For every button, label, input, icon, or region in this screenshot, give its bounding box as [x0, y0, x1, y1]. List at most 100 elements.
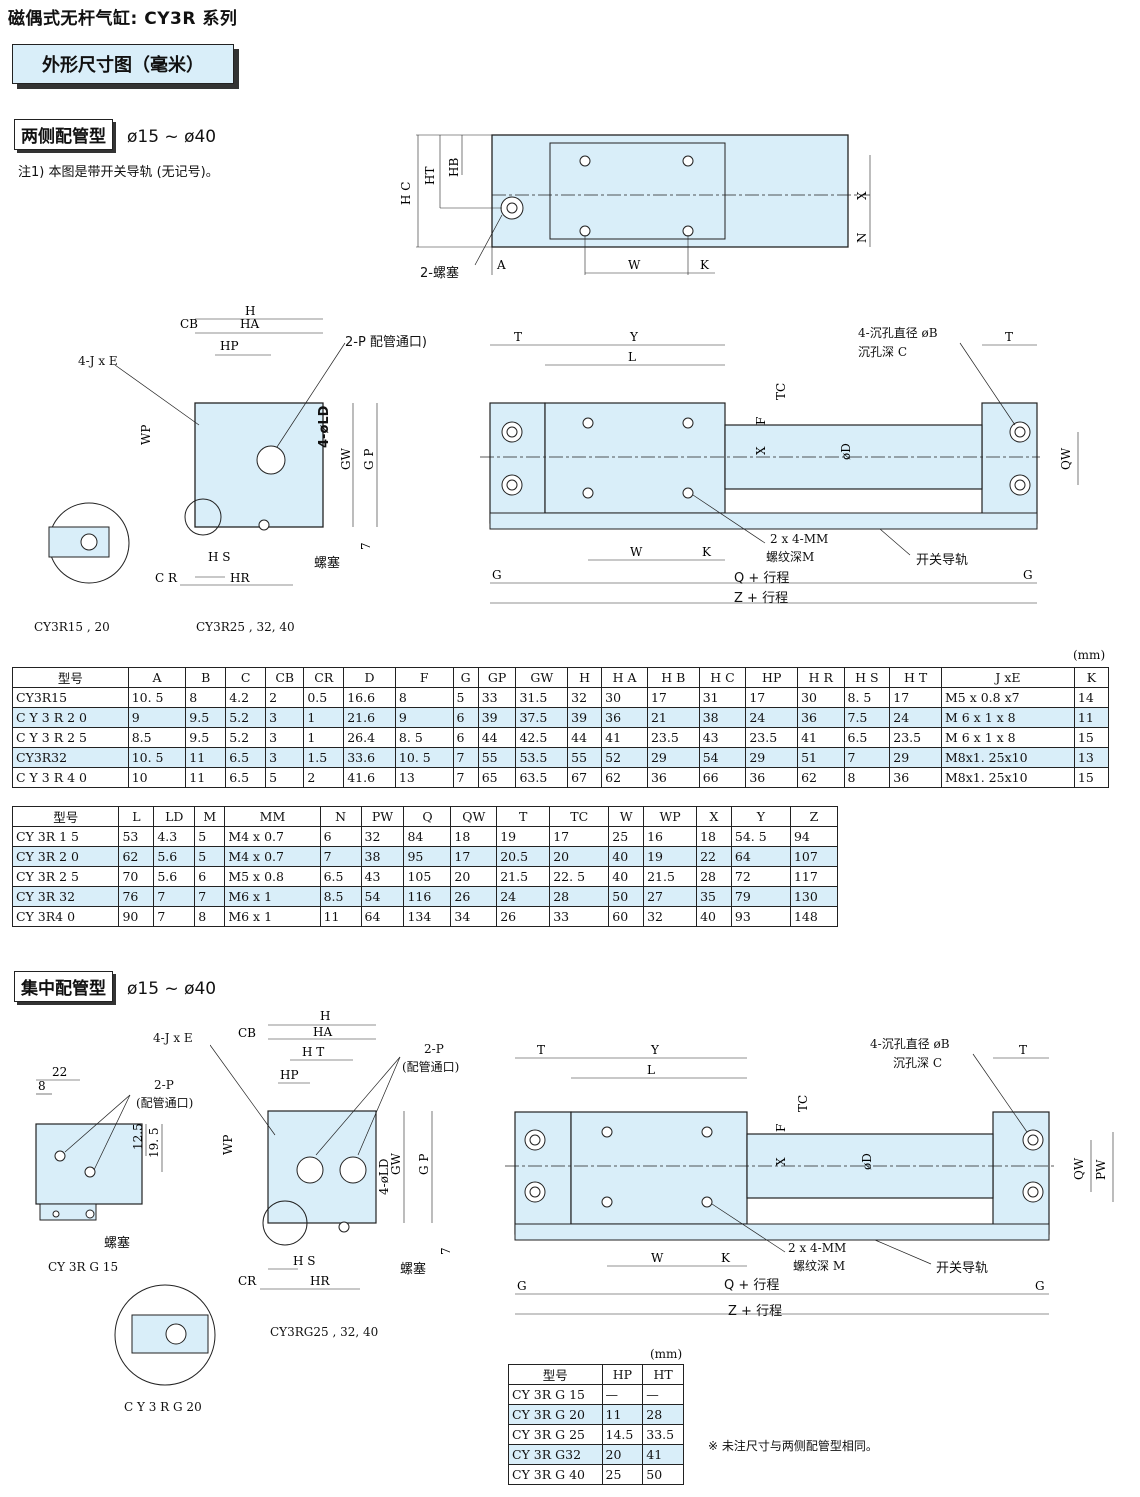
- table-header-cell: G: [452, 667, 479, 688]
- svg-text:TC: TC: [796, 1095, 810, 1112]
- table-cell: 55: [567, 747, 603, 768]
- table-cell: M8x1. 25x10: [940, 767, 1075, 788]
- table-header-cell: 型号: [508, 1364, 603, 1385]
- section-two-side-range: ø15 ~ ø40: [127, 127, 217, 147]
- table-header-cell: 型号: [11, 806, 120, 827]
- table-cell: 40: [608, 866, 645, 887]
- table-cell: 8: [394, 687, 454, 708]
- table-header-cell: M: [194, 806, 226, 827]
- mm-label-2: 2 x 4-MM: [788, 1241, 847, 1255]
- svg-text:H: H: [245, 304, 255, 318]
- svg-text:C R: C R: [155, 571, 178, 585]
- table-cell: 36: [646, 767, 700, 788]
- svg-text:HP: HP: [280, 1068, 299, 1082]
- table-cell: 19: [643, 846, 698, 867]
- table-cell: 5.2: [225, 727, 267, 748]
- table-cell: 11: [185, 747, 227, 768]
- top-view-drawing: H C HT HB X N W K A: [399, 134, 871, 275]
- rail-label-1: 开关导轨: [916, 553, 969, 568]
- table-cell: 7: [452, 747, 479, 768]
- table-cell: 9: [127, 707, 187, 728]
- table-cell: 11: [319, 906, 362, 927]
- cy3rg25-caption: CY3RG25 , 32, 40: [270, 1325, 379, 1339]
- table-cell: 32: [567, 687, 603, 708]
- table-cell: 21.5: [496, 866, 551, 887]
- table-header-cell: Z: [789, 806, 839, 827]
- table-header-cell: K: [1073, 667, 1110, 688]
- svg-text:øD: øD: [860, 1153, 874, 1170]
- tab-dimensions: 外形尺寸图（毫米）: [12, 44, 234, 84]
- table-cell: 19: [496, 826, 551, 847]
- table-header-cell: GP: [477, 667, 517, 688]
- table-cell: 51: [797, 747, 845, 768]
- table-header-cell: TC: [549, 806, 610, 827]
- table-cell: —: [642, 1384, 684, 1405]
- port-label-2b: (配管通口): [136, 1096, 194, 1110]
- table-cell: 6.5: [843, 727, 891, 748]
- table-cell: 6: [194, 866, 226, 887]
- svg-text:12.5: 12.5: [131, 1123, 145, 1150]
- table-cell: 8: [194, 906, 226, 927]
- table-cell: M 6 x 1 x 8: [940, 707, 1075, 728]
- table-row: CY 3R G 15——: [508, 1384, 684, 1405]
- table-cell: 2: [303, 767, 345, 788]
- table-cell: 44: [477, 727, 517, 748]
- table-cell: 20: [601, 1444, 644, 1465]
- rail-label-2: 开关导轨: [936, 1261, 989, 1276]
- table-cell: 15: [1073, 767, 1110, 788]
- table-cell: 43: [698, 727, 747, 748]
- table-cell: 33: [549, 906, 610, 927]
- table-header-cell: D: [343, 667, 396, 688]
- table-cell: 20: [549, 846, 610, 867]
- unit-label-1: (mm): [1073, 648, 1106, 662]
- table-cell: 7.5: [843, 707, 891, 728]
- table-cell: 5.2: [225, 707, 267, 728]
- table-cell: 76: [118, 886, 155, 907]
- table-cell: 95: [403, 846, 452, 867]
- table-cell: 79: [730, 886, 791, 907]
- table-cell: 67: [567, 767, 603, 788]
- svg-text:X: X: [855, 191, 869, 200]
- port-view-drawing: 22 8 12.5 19. 5: [35, 1065, 163, 1221]
- table-cell: 4.3: [153, 826, 196, 847]
- table-header-cell: J xE: [940, 667, 1075, 688]
- svg-text:7: 7: [439, 1247, 453, 1255]
- ld-label-1: 4-øLD: [317, 405, 332, 448]
- svg-text:HA: HA: [313, 1025, 332, 1039]
- table-cell: 31: [698, 687, 747, 708]
- table-header-cell: L: [118, 806, 155, 827]
- svg-text:22: 22: [52, 1065, 67, 1079]
- svg-text:T: T: [537, 1043, 545, 1057]
- plug-label-top: 2-螺塞: [420, 266, 459, 281]
- cy3r25-caption: CY3R25 , 32, 40: [196, 620, 295, 634]
- table-model-cell: CY 3R G 20: [508, 1404, 603, 1425]
- table-cell: M4 x 0.7: [224, 826, 321, 847]
- table-cell: 24: [745, 707, 799, 728]
- table-model-cell: CY 3R G 25: [508, 1424, 603, 1445]
- table-cell: 17: [549, 826, 610, 847]
- svg-text:G: G: [1035, 1279, 1045, 1293]
- q-label-2: Q + 行程: [724, 1278, 780, 1293]
- svg-text:K: K: [721, 1251, 731, 1265]
- section-central-range: ø15 ~ ø40: [127, 979, 217, 999]
- table-cell: 30: [797, 687, 845, 708]
- table-header-cell: H A: [601, 667, 648, 688]
- table-cell: 23.5: [646, 727, 700, 748]
- table-cell: 148: [789, 906, 839, 927]
- table-cell: 36: [889, 767, 942, 788]
- svg-text:WP: WP: [221, 1135, 235, 1155]
- table-cell: 39: [477, 707, 517, 728]
- table-cell: —: [601, 1384, 644, 1405]
- svg-text:HR: HR: [230, 571, 250, 585]
- table-cell: 41.6: [343, 767, 396, 788]
- table-cell: 9.5: [185, 707, 227, 728]
- table-cell: 29: [745, 747, 799, 768]
- table-cell: 33.5: [642, 1424, 684, 1445]
- table-cell: 10. 5: [127, 747, 187, 768]
- table-cell: 14.5: [601, 1424, 644, 1445]
- front-view-drawing-2: T Y L T TC F X øD QW PW W K G G: [505, 1043, 1114, 1315]
